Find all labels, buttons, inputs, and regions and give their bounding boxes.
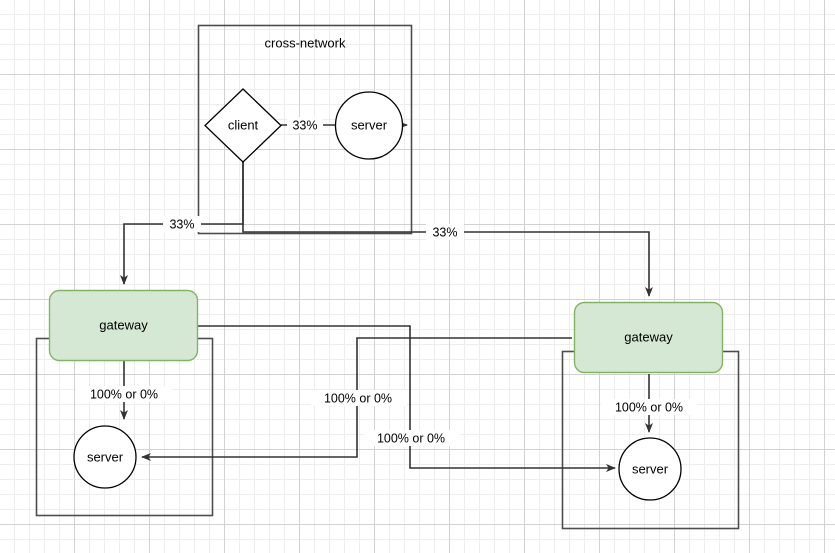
edge-label-gateway-right-to-server-left: 100% or 0% — [324, 391, 392, 405]
edge-label-gateway-left-to-server-left: 100% or 0% — [90, 387, 158, 401]
edge-label-gateway-left-to-server-right: 100% or 0% — [377, 431, 445, 445]
edge-client-to-gateway-right: 33% — [242, 162, 653, 297]
node-gateway-left[interactable]: gateway — [48, 289, 199, 362]
edge-label-bg — [426, 224, 464, 240]
edge-client-to-gateway-left: 33% — [120, 162, 244, 285]
server-right-label: server — [632, 461, 669, 476]
server-left-circle-shape[interactable] — [73, 425, 137, 489]
edge-gateway-right-to-server-left: 100% or 0% — [141, 337, 572, 461]
gateway-right-shape[interactable] — [573, 301, 724, 374]
node-gateway-right[interactable]: gateway — [573, 301, 724, 374]
edge-gateway-left-to-server-left: 100% or 0% — [76, 361, 172, 420]
server-right-circle-shape[interactable] — [618, 437, 682, 501]
edge-label-client-to-server-top: 33% — [292, 118, 317, 132]
edge-label-client-to-gateway-right: 33% — [432, 225, 457, 239]
client-diamond-shape[interactable] — [204, 88, 282, 163]
gateway-left-shape[interactable] — [48, 289, 199, 362]
server-top-circle-shape[interactable] — [334, 91, 404, 160]
edge-label-bg — [311, 390, 407, 406]
cross-network-box — [197, 24, 413, 235]
edge-gateway-right-to-server-right: 100% or 0% — [601, 374, 697, 433]
edge-label-client-to-gateway-left: 33% — [169, 217, 194, 231]
edge-label-gateway-right-to-server-right: 100% or 0% — [615, 400, 683, 414]
group-cross-network: cross-network — [197, 24, 413, 235]
edge-gateway-left-to-server-right: 100% or 0% — [198, 325, 616, 472]
cross-network-title: cross-network — [265, 35, 346, 50]
edge-label-bg — [76, 386, 172, 402]
edge-label-bg — [287, 117, 323, 133]
node-server-right[interactable]: server — [618, 437, 682, 501]
server-left-label: server — [87, 449, 124, 464]
node-server-left[interactable]: server — [73, 425, 137, 489]
edge-label-bg — [601, 399, 697, 415]
edge-gateway-left-to-server-right-path — [198, 325, 616, 472]
server-top-label: server — [351, 117, 388, 132]
node-client[interactable]: client — [204, 88, 282, 163]
edge-label-bg — [364, 430, 460, 446]
edge-label-bg — [163, 216, 201, 232]
gateway-left-label: gateway — [99, 317, 148, 332]
client-label: client — [228, 117, 259, 132]
gateway-right-label: gateway — [624, 329, 673, 344]
node-server-top[interactable]: server — [334, 91, 404, 160]
